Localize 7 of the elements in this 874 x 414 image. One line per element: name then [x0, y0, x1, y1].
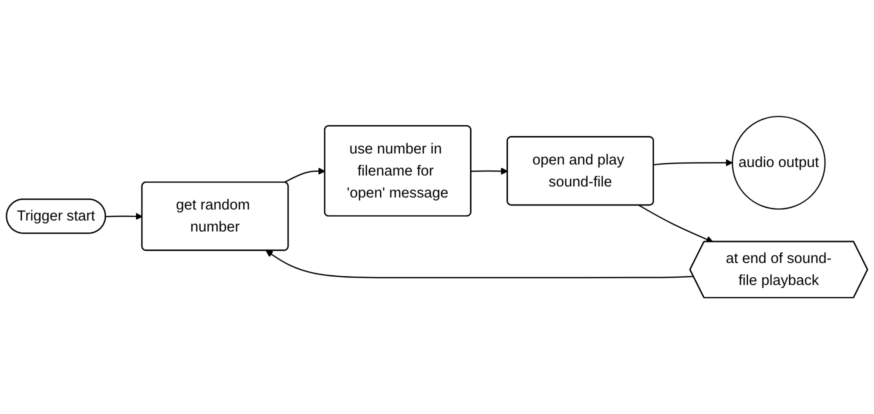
arrow	[654, 159, 733, 166]
arrow	[638, 204, 714, 243]
arrow	[106, 212, 143, 220]
arrow	[284, 168, 326, 183]
arrow	[266, 250, 694, 278]
arrow	[471, 168, 508, 175]
node-circle: audio output	[732, 116, 826, 210]
